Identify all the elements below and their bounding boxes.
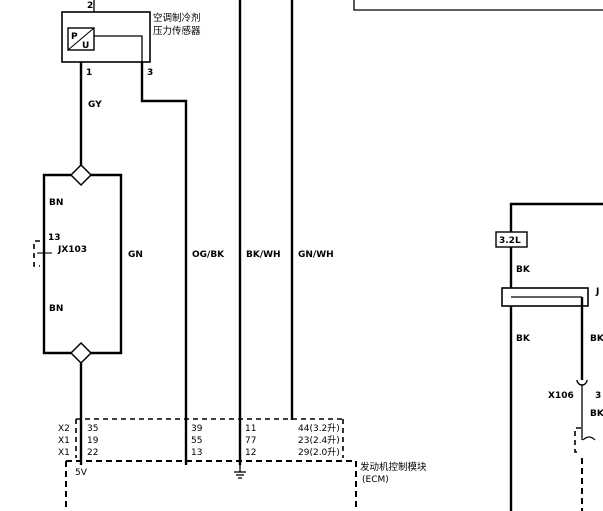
- ecm-row2-pin-gn-wh: 23(2.4升): [298, 435, 340, 446]
- ecm-pin-table: X2 35 39 11 44(3.2升) X1 19 55 77 23(2.4升…: [58, 423, 340, 458]
- wire-label-gn: GN: [128, 250, 143, 260]
- ecm-row2-conn: X1: [58, 436, 70, 446]
- engine-tag: 3.2L: [499, 236, 521, 246]
- wire-gn: [91, 173, 123, 355]
- ecm-connector-block: [75, 418, 344, 458]
- ecm-row2-pin-bn: 19: [87, 436, 99, 446]
- x106-connector-icon: [576, 379, 588, 386]
- x106-name: X106: [548, 391, 574, 401]
- ecm-5v-label: 5V: [75, 468, 88, 478]
- sensor-pin-right: 3: [147, 68, 153, 78]
- ground-icon: [234, 465, 246, 479]
- right-connector-bracket-icon: [574, 427, 581, 453]
- wire-label-gn-wh: GN/WH: [298, 250, 334, 260]
- wire-og-bk: [140, 62, 188, 465]
- splice-pack-cut-label: J: [595, 287, 599, 297]
- jx103-name: JX103: [57, 245, 87, 255]
- wire-label-og-bk: OG/BK: [192, 250, 225, 260]
- x106-pin: 3: [595, 391, 601, 401]
- wire-label-right-bk-lower: BK: [590, 409, 603, 419]
- ecm-row1-pin-og-bk: 39: [191, 424, 203, 434]
- ecm-row2-pin-og-bk: 55: [191, 436, 202, 446]
- pressure-transducer-icon: P U: [67, 27, 143, 62]
- ecm-row3-pin-gn-wh: 29(2.0升): [298, 447, 340, 458]
- sensor-name-line2: 压力传感器: [153, 25, 201, 37]
- wire-label-right-bk-top: BK: [516, 265, 531, 275]
- ecm-row3-pin-bn: 22: [87, 448, 98, 458]
- wire-label-bn-bottom: BN: [49, 304, 63, 314]
- wire-label-gy: GY: [88, 100, 102, 110]
- sensor-name-line1: 空调制冷剂: [153, 12, 201, 24]
- sensor-symbol-p: P: [71, 32, 78, 42]
- jx103-bracket-icon: [33, 240, 40, 267]
- jx103-pin: 13: [48, 233, 61, 243]
- splice-top: [69, 163, 93, 187]
- engine-tag-box: [495, 231, 528, 248]
- ecm-row1-pin-bk-wh: 11: [245, 424, 256, 434]
- sensor-pin-left: 1: [86, 68, 92, 78]
- splice-bottom: [69, 341, 93, 365]
- ecm-row1-pin-gn-wh: 44(3.2升): [298, 423, 340, 434]
- wire-bn: [42, 173, 71, 355]
- ecm-row1-pin-bn: 35: [87, 424, 98, 434]
- wire-label-bk-wh: BK/WH: [246, 250, 281, 260]
- ecm-row2-pin-bk-wh: 77: [245, 436, 256, 446]
- ecm-row3-conn: X1: [58, 448, 70, 458]
- wire-label-right-bk-left: BK: [516, 334, 531, 344]
- ecm-row3-pin-og-bk: 13: [191, 448, 202, 458]
- wire-label-right-bk-right: BK: [590, 334, 603, 344]
- ecm-name: 发动机控制模块: [360, 461, 427, 473]
- sensor-pin-top: 2: [87, 1, 93, 11]
- ecm-abbrev: (ECM): [362, 475, 389, 485]
- ecm-module-outline: [65, 460, 357, 511]
- ecm-row1-conn: X2: [58, 424, 70, 434]
- ecm-row3-pin-bk-wh: 12: [245, 448, 256, 458]
- sensor-symbol-u: U: [82, 41, 89, 51]
- wire-right-bk: [509, 202, 603, 511]
- wire-label-bn-top: BN: [49, 198, 63, 208]
- wire-top-right: [353, 0, 603, 11]
- right-connector-terminal-icon: [582, 436, 596, 441]
- sensor-box: [61, 11, 151, 63]
